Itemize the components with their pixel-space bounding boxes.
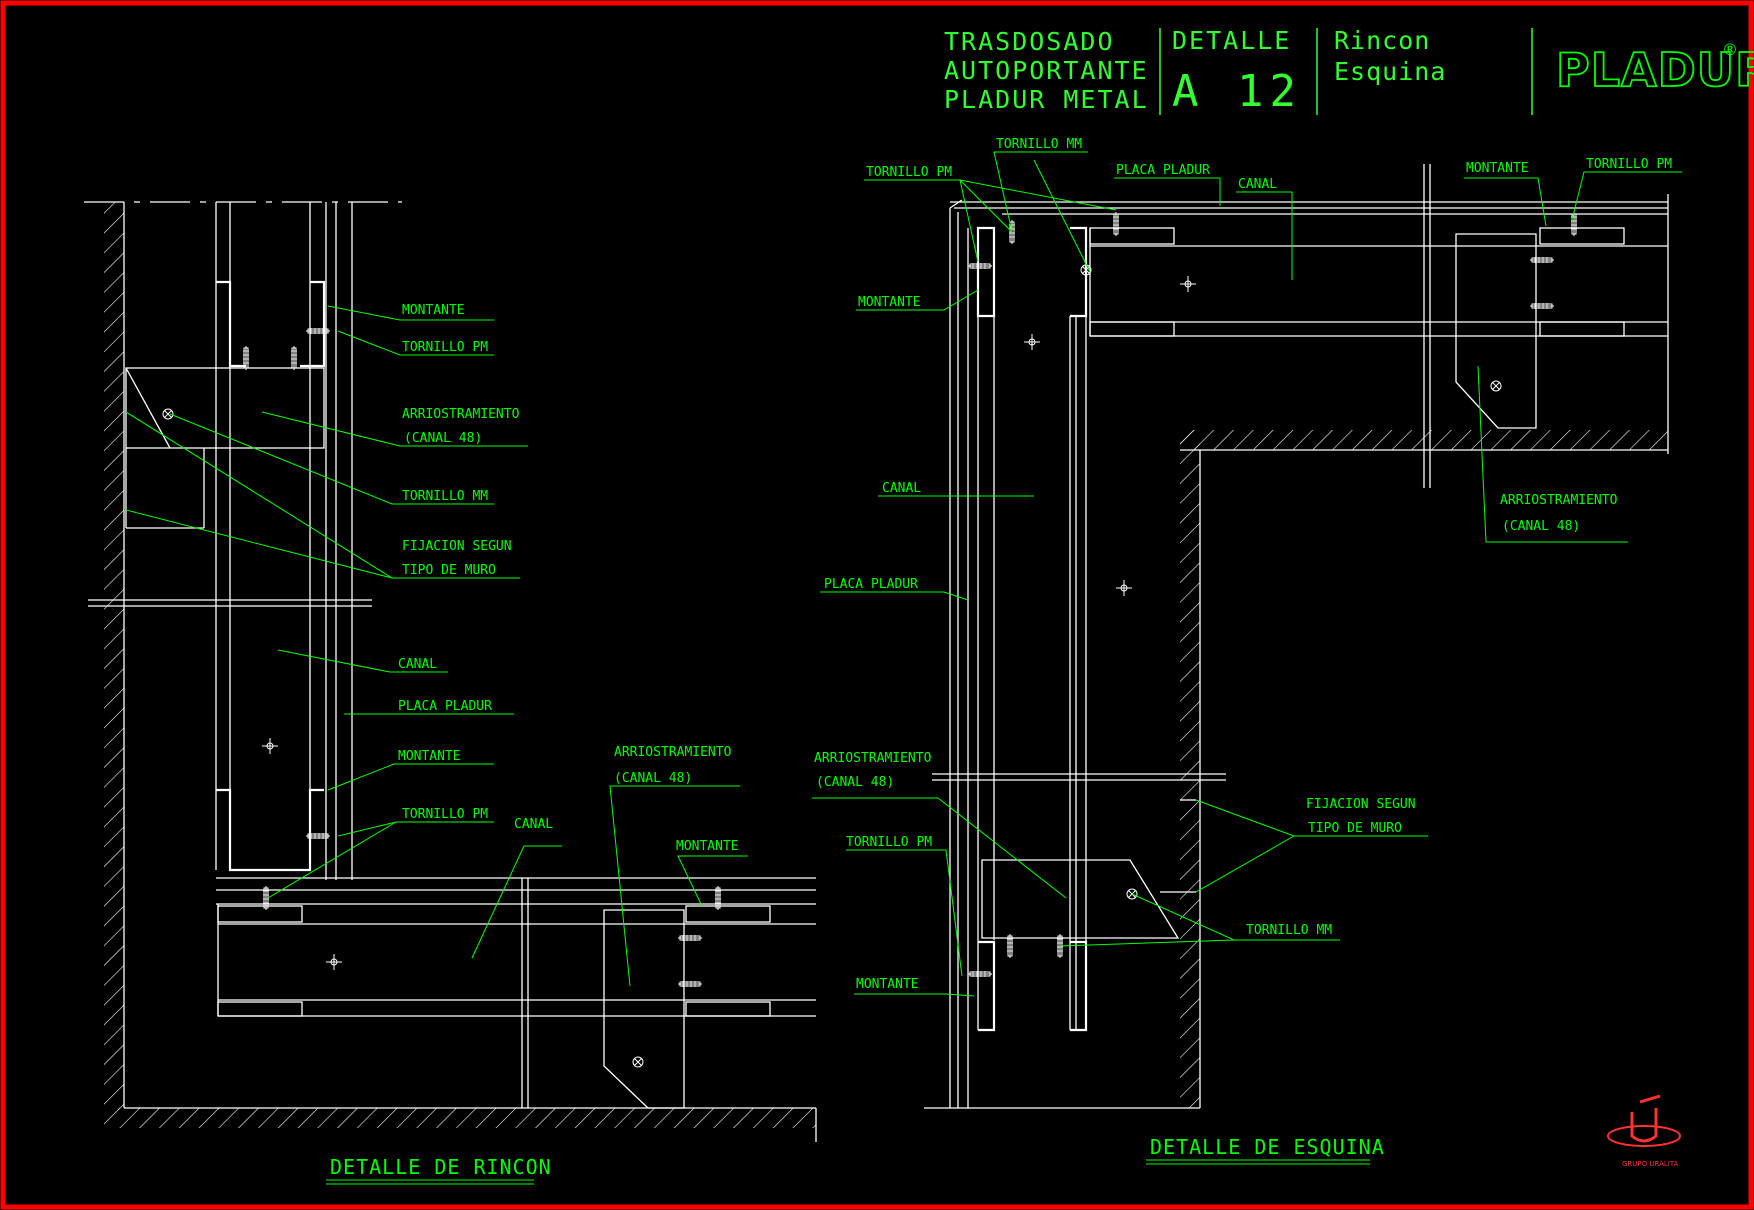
label-tornillo-mm-top: TORNILLO MM — [996, 137, 1082, 152]
label-fijacion-b: FIJACION SEGUN — [1306, 797, 1416, 812]
label-arriostramiento-b: ARRIOSTRAMIENTO — [814, 751, 932, 766]
title-line-2: AUTOPORTANTE — [944, 56, 1149, 85]
brand-logo: PLADUR — [1556, 43, 1754, 97]
logo-caption: GRUPO URALITA — [1622, 1160, 1679, 1168]
label-placa-1: PLACA PLADUR — [398, 699, 492, 714]
label-canal48-b: (CANAL 48) — [816, 775, 894, 790]
label-canal48-r: (CANAL 48) — [1502, 519, 1580, 534]
label-tornillo-pm-1: TORNILLO PM — [402, 340, 488, 355]
detail-type-1: Rincon — [1334, 26, 1430, 55]
label-canal-top: CANAL — [1238, 177, 1277, 192]
detail-esquina: DETALLE DE ESQUINA TORNILLO MM TORNILLO … — [812, 137, 1682, 1165]
detail-type-2: Esquina — [1334, 57, 1446, 86]
label-canal-l: CANAL — [882, 481, 921, 496]
label-placa-l: PLACA PLADUR — [824, 577, 918, 592]
caption-rincon: DETALLE DE RINCON — [330, 1155, 552, 1179]
label-arriostramiento-r: ARRIOSTRAMIENTO — [1500, 493, 1618, 508]
label-arriostramiento-1: ARRIOSTRAMIENTO — [402, 407, 520, 422]
label-tornillo-pm-top: TORNILLO PM — [866, 165, 952, 180]
label-canal48-2: (CANAL 48) — [614, 771, 692, 786]
label-montante-tr: MONTANTE — [1466, 161, 1529, 176]
label-tipo-muro-b: TIPO DE MURO — [1308, 821, 1402, 836]
label-tornillo-pm-2: TORNILLO PM — [402, 807, 488, 822]
detail-code: A 12 — [1172, 66, 1302, 117]
label-canal-1: CANAL — [398, 657, 437, 672]
detail-label: DETALLE — [1172, 26, 1291, 55]
label-placa-top: PLACA PLADUR — [1116, 163, 1210, 178]
uralita-logo: GRUPO URALITA — [1607, 1094, 1681, 1168]
label-montante-l: MONTANTE — [858, 295, 921, 310]
label-montante-1: MONTANTE — [402, 303, 465, 318]
label-canal-2: CANAL — [514, 817, 553, 832]
label-montante-2: MONTANTE — [398, 749, 461, 764]
caption-esquina: DETALLE DE ESQUINA — [1150, 1135, 1385, 1159]
title-block: TRASDOSADO AUTOPORTANTE PLADUR METAL DET… — [944, 26, 1754, 117]
label-tornillo-mm-1: TORNILLO MM — [402, 489, 488, 504]
label-canal48-1: (CANAL 48) — [404, 431, 482, 446]
label-montante-b: MONTANTE — [856, 977, 919, 992]
label-montante-3: MONTANTE — [676, 839, 739, 854]
label-tornillo-mm-b: TORNILLO MM — [1246, 923, 1332, 938]
brand-registered-mark: ® — [1722, 40, 1738, 59]
title-line-1: TRASDOSADO — [944, 27, 1115, 56]
label-tipo-muro-1: TIPO DE MURO — [402, 563, 496, 578]
label-tornillo-pm-tr: TORNILLO PM — [1586, 157, 1672, 172]
title-line-3: PLADUR METAL — [944, 85, 1149, 114]
detail-rincon: DETALLE DE RINCON MONTANTE TORNILLO PM A… — [84, 201, 817, 1185]
label-tornillo-pm-b: TORNILLO PM — [846, 835, 932, 850]
label-arriostramiento-2: ARRIOSTRAMIENTO — [614, 745, 732, 760]
label-fijacion-1: FIJACION SEGUN — [402, 539, 512, 554]
